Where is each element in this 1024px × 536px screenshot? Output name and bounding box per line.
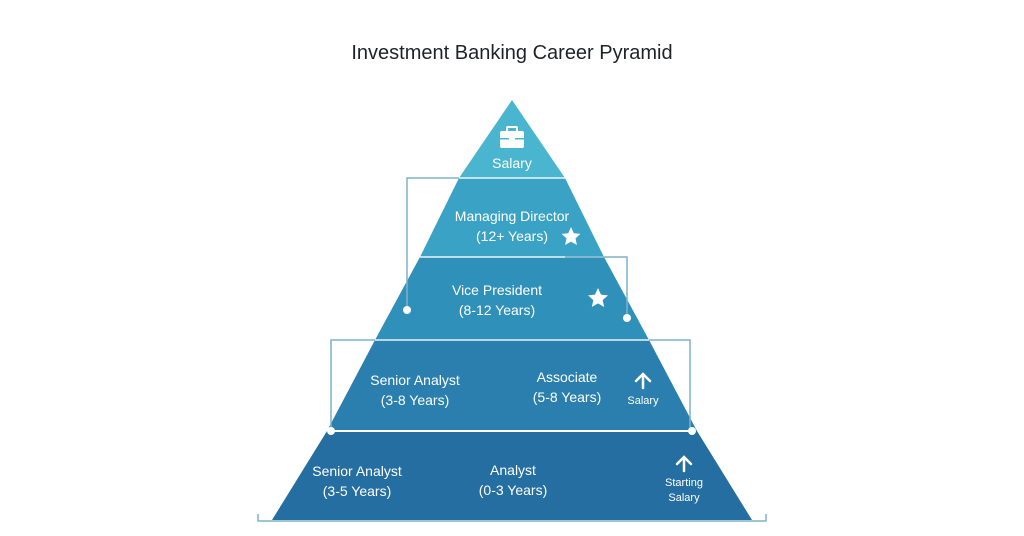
bracket-middle xyxy=(330,339,691,431)
vice-president-years: (8-12 Years) xyxy=(458,302,536,318)
managing-director-title: Managing Director xyxy=(454,208,570,224)
up-arrow-icon xyxy=(675,455,693,473)
tier5-left-title: Senior Analyst xyxy=(312,463,402,479)
bracket-upper xyxy=(406,177,459,310)
tier-associate-senior-analyst xyxy=(327,340,697,431)
tier-vice-president xyxy=(375,257,649,340)
star-icon xyxy=(561,227,581,245)
tier5-indicator-line1: Starting xyxy=(665,477,703,489)
tier-top-label: Salary xyxy=(492,155,532,171)
tier-managing-director xyxy=(420,178,604,257)
tier5-right-title: Analyst xyxy=(490,462,536,478)
baseline-bracket xyxy=(257,514,767,522)
tier5-indicator-line2: Salary xyxy=(668,492,700,504)
briefcase-icon xyxy=(500,126,524,148)
managing-director-years: (12+ Years) xyxy=(476,228,548,244)
star-icon xyxy=(588,288,608,307)
tier4-left-title: Senior Analyst xyxy=(370,372,460,388)
diagram-title: Investment Banking Career Pyramid xyxy=(351,42,673,64)
tier-analyst xyxy=(272,431,752,520)
vice-president-title: Vice President xyxy=(451,282,542,298)
tier5-left-years: (3-5 Years) xyxy=(322,483,392,499)
tier4-right-title: Associate xyxy=(536,369,598,385)
marker-dot xyxy=(327,427,335,435)
tier4-left-years: (3-8 Years) xyxy=(380,392,450,408)
bracket-vp xyxy=(565,256,628,316)
up-arrow-icon xyxy=(634,372,652,390)
marker-dot xyxy=(623,314,631,322)
marker-dot xyxy=(403,306,411,314)
tier4-indicator-label: Salary xyxy=(627,395,659,407)
tier4-right-years: (5-8 Years) xyxy=(532,389,602,405)
marker-dot xyxy=(688,427,696,435)
tier5-right-years: (0-3 Years) xyxy=(478,482,548,498)
